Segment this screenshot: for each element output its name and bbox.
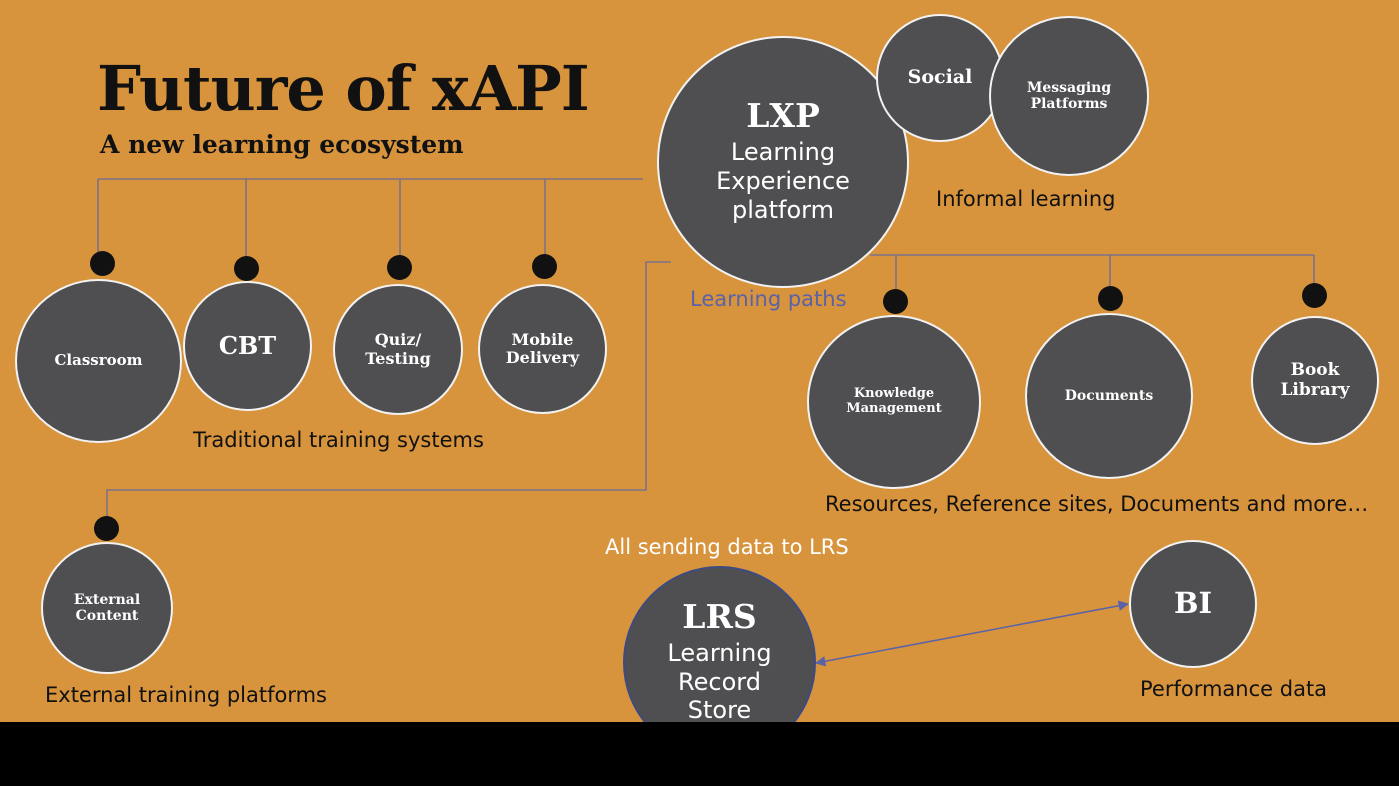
quiz-dot: [387, 255, 412, 280]
documents-dot: [1098, 286, 1123, 311]
external-node[interactable]: External Content: [41, 542, 173, 674]
lxp-node[interactable]: LXP Learning Experience platform: [657, 36, 909, 288]
cbt-dot: [234, 256, 259, 281]
page-subtitle: A new learning ecosystem: [100, 130, 464, 159]
messaging-node[interactable]: Messaging Platforms: [989, 16, 1149, 176]
all-sending-caption: All sending data to LRS: [605, 535, 849, 559]
lxp-abbr: LXP: [746, 96, 820, 136]
performance-caption: Performance data: [1140, 677, 1328, 701]
traditional-caption: Traditional training systems: [193, 428, 484, 452]
documents-node[interactable]: Documents: [1025, 313, 1193, 479]
mobile-node[interactable]: Mobile Delivery: [478, 284, 607, 414]
lrs-label: Learning Record Store: [667, 638, 772, 722]
lrs-bi-arrow: [814, 600, 1130, 667]
knowledge-label: Knowledge Management: [846, 386, 942, 416]
slide: Future of xAPI A new learning ecosystem …: [0, 0, 1399, 722]
documents-label: Documents: [1064, 387, 1154, 404]
external-label: External Content: [73, 591, 141, 624]
classroom-dot: [90, 251, 115, 276]
external-dot: [94, 516, 119, 541]
mobile-dot: [532, 254, 557, 279]
quiz-label: Quiz/ Testing: [365, 330, 431, 368]
knowledge-node[interactable]: Knowledge Management: [807, 315, 981, 489]
lxp-label: Learning Experience platform: [716, 138, 850, 224]
traditional-connector: [97, 178, 643, 256]
social-node[interactable]: Social: [876, 14, 1004, 142]
lrs-abbr: LRS: [682, 596, 757, 636]
knowledge-dot: [883, 289, 908, 314]
bi-label: BI: [1173, 586, 1213, 621]
classroom-node[interactable]: Classroom: [15, 279, 182, 443]
page-title: Future of xAPI: [97, 52, 590, 125]
learning-paths-caption: Learning paths: [690, 287, 847, 311]
lrs-node[interactable]: LRS Learning Record Store: [623, 566, 816, 722]
book-label: Book Library: [1280, 359, 1350, 400]
bi-node[interactable]: BI: [1129, 540, 1257, 668]
mobile-label: Mobile Delivery: [505, 329, 580, 367]
resources-caption: Resources, Reference sites, Documents an…: [825, 492, 1369, 516]
cbt-node[interactable]: CBT: [183, 281, 312, 411]
book-dot: [1302, 283, 1327, 308]
social-label: Social: [907, 66, 973, 89]
cbt-label: CBT: [218, 331, 277, 361]
external-connector: [106, 261, 671, 516]
connector-lines: [97, 178, 1315, 667]
messaging-label: Messaging Platforms: [1026, 79, 1112, 112]
book-node[interactable]: Book Library: [1251, 316, 1379, 445]
bottom-bar: [0, 722, 1399, 786]
classroom-label: Classroom: [54, 351, 143, 370]
informal-learning-caption: Informal learning: [936, 187, 1116, 211]
resources-connector: [870, 254, 1315, 290]
quiz-node[interactable]: Quiz/ Testing: [333, 284, 463, 415]
external-platforms-caption: External training platforms: [45, 683, 328, 707]
